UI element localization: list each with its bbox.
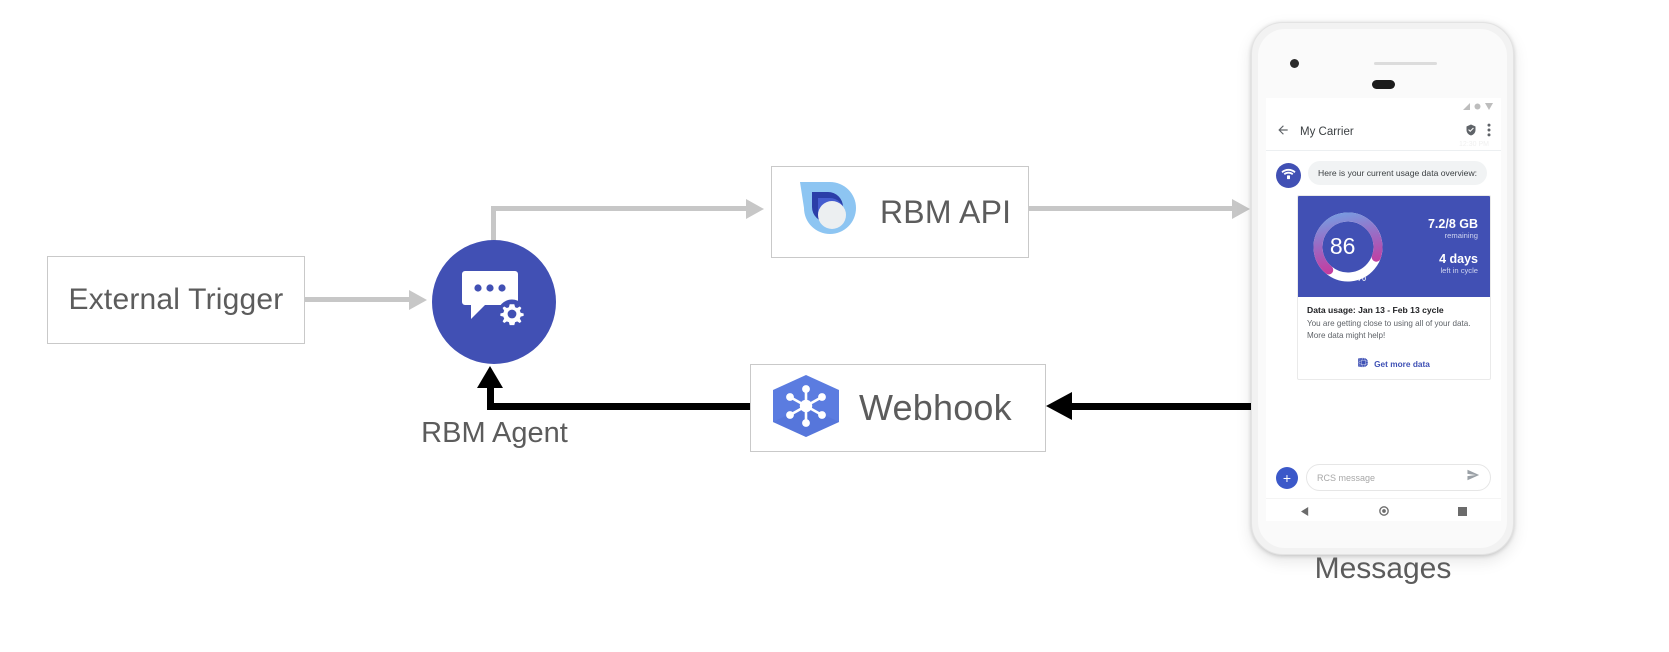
nav-back-triangle-icon[interactable] [1300,503,1310,521]
rich-card-body: Data usage: Jan 13 - Feb 13 cycle You ar… [1298,297,1490,348]
earpiece-speaker [1374,62,1437,65]
signal-icon [1463,98,1470,115]
incoming-message-bubble: Here is your current usage data overview… [1308,161,1488,186]
rbm-api-node[interactable]: RBM API [771,166,1029,258]
more-vertical-icon[interactable] [1487,123,1491,142]
wifi-icon [1474,98,1481,115]
rich-card-description: You are getting close to using all of yo… [1307,318,1481,342]
webhook-label: Webhook [859,387,1012,428]
battery-icon [1485,98,1493,115]
rbm-agent-node[interactable] [432,240,556,364]
chat-gear-icon [461,269,527,336]
stat-days-left-value: 4 days [1439,252,1478,266]
app-bar-title: My Carrier [1300,126,1354,138]
android-nav-bar [1266,498,1501,521]
rbm-api-label: RBM API [880,193,1012,230]
connector-agent-to-api [491,206,748,211]
stat-days-left: 4 days left in cycle [1439,252,1478,276]
add-attachment-button[interactable]: + [1276,466,1298,489]
send-icon[interactable] [1466,468,1480,487]
rich-card-stats: 7.2/8 GB remaining 4 days left in cycle [1394,217,1484,276]
stat-data-remaining-value: 7.2/8 GB [1427,216,1478,231]
data-usage-gauge: 86 % [1308,207,1388,287]
gauge-percent-symbol: % [1356,271,1367,284]
phone-device: My Carrier 12:30 PM [1251,22,1514,555]
carrier-wifi-icon [1281,166,1296,186]
external-trigger-label: External Trigger [68,283,284,316]
front-camera-icon [1290,59,1299,68]
arrowhead-phone-to-webhook [1046,392,1072,420]
gauge-value-label: 86 % [1308,207,1388,287]
arrowhead-webhook-to-agent [477,366,503,388]
webhook-hexagon-icon [769,373,843,444]
rich-card-title: Data usage: Jan 13 - Feb 13 cycle [1307,305,1444,315]
rbm-api-logo-icon [792,174,864,251]
messages-caption: Messages [1314,552,1452,585]
rcs-message-input[interactable]: RCS message [1306,464,1491,491]
phone-screen: My Carrier 12:30 PM [1266,98,1501,521]
nav-recents-square-icon[interactable] [1457,503,1467,521]
connector-webhook-to-agent-vertical [487,387,494,410]
gauge-percent-value: 86 [1329,233,1356,259]
arrowhead-trigger-to-agent [409,290,427,310]
stat-data-remaining: 7.2/8 GB remaining [1428,217,1478,241]
connector-api-to-phone [1029,206,1235,211]
arrowhead-agent-to-api [746,199,764,219]
get-more-data-label: Get more data [1374,358,1430,369]
connector-trigger-to-agent [305,297,411,302]
message-composer: + RCS message [1266,456,1501,498]
globe-icon [1352,355,1369,373]
arrowhead-api-to-phone [1232,199,1250,219]
incoming-message-row: Here is your current usage data overview… [1266,161,1501,188]
connector-webhook-to-agent-horizontal [487,403,753,410]
connector-agent-up [491,206,496,254]
rich-card-hero: 86 % 7.2/8 GB remaining 4 days le [1298,196,1490,297]
status-bar [1266,98,1501,114]
avatar [1276,163,1301,188]
rich-card[interactable]: 86 % 7.2/8 GB remaining 4 days le [1297,195,1491,380]
verified-shield-icon[interactable] [1465,123,1477,141]
rcs-message-placeholder: RCS message [1317,472,1376,483]
message-timestamp: 12:30 PM [1459,141,1489,148]
rich-card-description-line-1: You are getting close to using all of yo… [1307,319,1471,328]
connector-phone-to-webhook [1072,403,1256,410]
stat-days-left-label: left in cycle [1440,266,1478,276]
app-bar: My Carrier [1266,114,1501,151]
rich-card-description-line-2: More data might help! [1307,330,1386,340]
nav-home-circle-icon[interactable] [1378,503,1389,521]
back-arrow-icon[interactable] [1276,123,1290,142]
external-trigger-node[interactable]: External Trigger [47,256,305,344]
conversation-area: 12:30 PM Here is your current usage data… [1266,141,1501,456]
sensor-strip [1372,80,1395,89]
rbm-agent-label: RBM Agent [421,417,568,449]
webhook-node[interactable]: Webhook [750,364,1046,452]
get-more-data-button[interactable]: Get more data [1298,348,1490,379]
stat-data-remaining-label: remaining [1444,231,1478,241]
